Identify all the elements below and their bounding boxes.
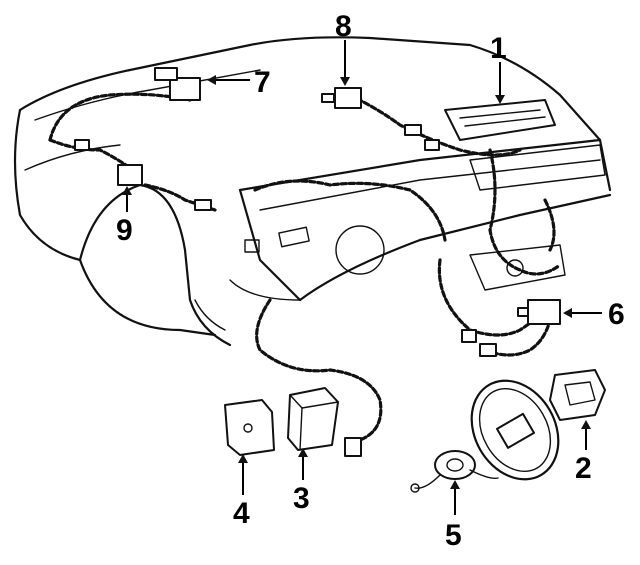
front-sensor-7 bbox=[154, 67, 201, 101]
callout-3: 3 bbox=[293, 482, 310, 515]
side-sensor-9 bbox=[117, 164, 143, 186]
callout-2: 2 bbox=[575, 452, 592, 485]
diagnostic-module-3 bbox=[287, 387, 339, 451]
callout-4: 4 bbox=[233, 497, 250, 530]
callout-6: 6 bbox=[608, 298, 625, 331]
harness-connectors bbox=[74, 124, 497, 457]
passenger-airbag-module bbox=[444, 99, 556, 141]
callout-labels: 1 2 3 4 5 6 7 8 9 bbox=[116, 10, 625, 552]
callout-9: 9 bbox=[116, 214, 133, 247]
bracket-part-4 bbox=[224, 399, 275, 456]
callout-5: 5 bbox=[445, 519, 462, 552]
clock-spring-5 bbox=[410, 450, 499, 493]
driver-airbag-2 bbox=[549, 369, 606, 421]
front-sensor-8 bbox=[321, 87, 362, 109]
callout-8: 8 bbox=[335, 10, 352, 43]
callout-7: 7 bbox=[254, 66, 271, 99]
callout-leaders bbox=[122, 40, 602, 515]
steering-wheel bbox=[470, 379, 560, 481]
sensor-6 bbox=[517, 299, 561, 325]
callout-1: 1 bbox=[490, 32, 507, 65]
vehicle-body bbox=[13, 36, 612, 347]
